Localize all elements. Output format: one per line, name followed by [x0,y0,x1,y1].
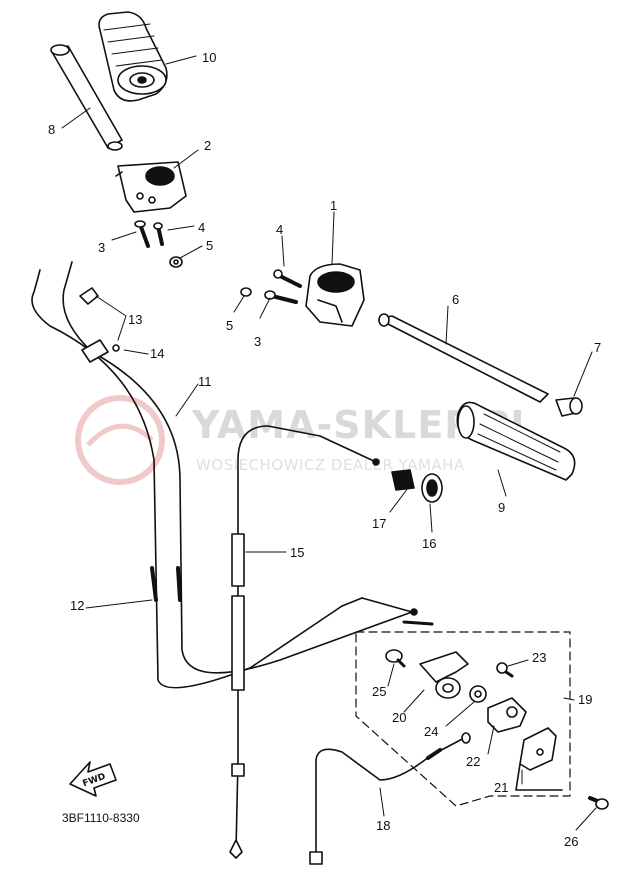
label-2: 2 [204,138,211,153]
label-23: 23 [532,650,546,665]
label-4a: 4 [198,220,205,235]
part-knob [385,649,406,668]
label-25: 25 [372,684,386,699]
label-15: 15 [290,545,304,560]
label-7: 7 [594,340,601,355]
label-4b: 4 [276,222,283,237]
label-13: 13 [128,312,142,327]
part-washer [469,685,487,703]
part-bracket-21 [515,727,563,791]
part-left-bolts [134,220,183,268]
part-choke-lever-assembly [355,631,571,807]
part-end-weight [555,397,583,417]
label-18: 18 [376,818,390,833]
label-17: 17 [372,516,386,531]
label-1: 1 [330,198,337,213]
part-cable-guide [79,287,120,352]
part-right-bolts [240,269,302,304]
label-5b: 5 [226,318,233,333]
label-10: 10 [202,50,216,65]
part-choke-cable [309,732,471,865]
part-holder-22 [487,697,527,733]
part-left-holder [115,161,187,213]
part-handle-pipe [50,44,123,151]
label-6: 6 [452,292,459,307]
part-labels: 10 8 2 3 4 5 4 1 5 3 6 7 9 13 14 11 12 1… [48,50,601,849]
label-26: 26 [564,834,578,849]
part-right-holder [305,263,365,327]
label-20: 20 [392,710,406,725]
part-throttle-sleeve [378,313,549,403]
part-bolt-26 [588,796,609,810]
watermark-subtitle: WOSIECHOWICZ DEALER YAMAHA [196,456,465,474]
diagram-code: 3BF1110-8330 [62,811,140,825]
part-lever [419,651,469,699]
leader-lines [61,55,597,831]
label-16: 16 [422,536,436,551]
label-22: 22 [466,754,480,769]
label-19: 19 [578,692,592,707]
part-cable-adjuster [391,469,415,491]
label-8: 8 [48,122,55,137]
part-screw-23 [496,662,514,678]
label-21: 21 [494,780,508,795]
part-throttle-cable [31,261,434,689]
label-3a: 3 [98,240,105,255]
label-9: 9 [498,500,505,515]
part-right-grip [456,401,576,481]
label-12: 12 [70,598,84,613]
part-clutch-cable [229,425,380,859]
label-11: 11 [198,374,212,389]
part-left-grip [98,11,168,102]
watermark-logo [75,395,165,485]
label-14: 14 [150,346,164,361]
label-24: 24 [424,724,438,739]
label-3b: 3 [254,334,261,349]
part-collar [421,473,443,503]
part-cable-12 [150,566,182,602]
front-arrow-icon [69,761,117,797]
label-5a: 5 [206,238,213,253]
